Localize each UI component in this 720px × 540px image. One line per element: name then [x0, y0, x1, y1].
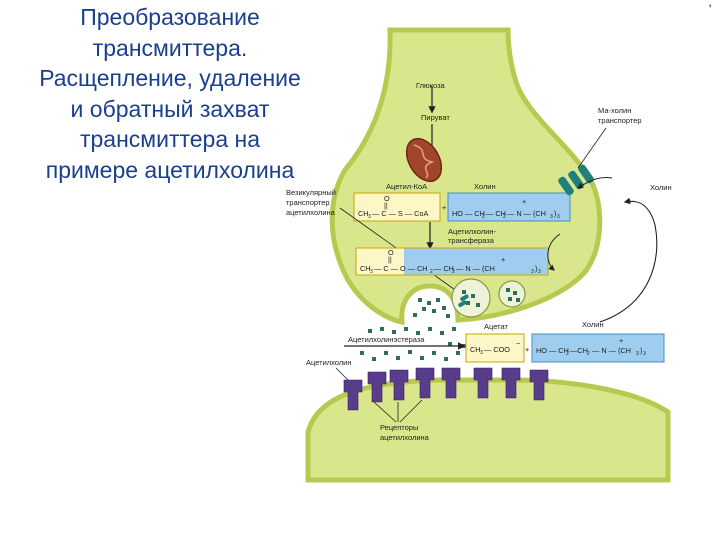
svg-text:3: 3	[557, 214, 560, 220]
choline-uptake-arrow	[577, 177, 613, 189]
svg-text:O: O	[384, 194, 390, 203]
svg-text:+: +	[619, 336, 623, 345]
presynaptic-terminal	[329, 27, 603, 326]
acetyl-coa-formula: O || CH 3 — C — S — CoA	[353, 192, 441, 222]
glucose-label: Глюкоза	[416, 81, 446, 90]
svg-text:— N — (CH: — N — (CH	[507, 209, 546, 218]
choline-bottom-label: Холин	[582, 320, 604, 329]
svg-text:— CH: — CH	[434, 264, 454, 273]
receptor-pointer	[399, 399, 423, 423]
svg-text:||: ||	[388, 255, 392, 264]
svg-text:O: O	[388, 248, 394, 257]
title-line: и обратный захват	[70, 95, 270, 122]
receptors-label: ацетилхолина	[380, 433, 430, 442]
title-line: трансмиттера на	[79, 126, 261, 152]
vesicular-label: транспортер	[286, 198, 330, 207]
receptors	[343, 367, 549, 411]
choline-recycle-arrow	[599, 197, 658, 323]
svg-text:): )	[640, 346, 642, 355]
svg-text:3: 3	[531, 269, 534, 275]
transporter-label: Ма‑холин	[598, 106, 631, 115]
svg-text:+: +	[522, 197, 526, 206]
svg-text:2: 2	[587, 351, 590, 357]
title-line: Преобразование	[80, 4, 260, 30]
transporter-pointer	[577, 127, 607, 169]
choline-out-label: Холин	[650, 183, 672, 192]
svg-text:+: +	[501, 255, 505, 264]
svg-text:3: 3	[368, 214, 371, 220]
svg-text:— C — S — CoA: — C — S — CoA	[372, 209, 428, 218]
svg-text:—CH: —CH	[570, 346, 588, 355]
svg-text:2: 2	[452, 269, 455, 275]
svg-text:CH: CH	[470, 345, 481, 354]
choline-formula: + HO — CH 2 — CH 2 — N — (CH 3 ) 3	[447, 192, 571, 222]
mitochondrion	[405, 137, 443, 183]
svg-text:HO — CH: HO — CH	[452, 209, 485, 218]
acetyl-coa-label: Ацетил-КоА	[386, 182, 427, 191]
svg-text:CH: CH	[360, 264, 371, 273]
ache-label: Ацетилхолинэстераза	[348, 335, 425, 344]
title-line: трансмиттера.	[92, 34, 248, 61]
plus-sign: +	[442, 203, 446, 212]
synaptic-vesicle	[451, 278, 491, 318]
svg-text:3: 3	[370, 269, 373, 275]
synaptic-vesicle	[498, 280, 526, 308]
slide-title: Преобразование трансмиттера. Расщепление…	[0, 2, 340, 185]
svg-text:3: 3	[643, 351, 646, 357]
svg-text:— CH: — CH	[486, 209, 506, 218]
svg-text:— N — (CH: — N — (CH	[592, 346, 631, 355]
acetylcholine-pointer	[335, 367, 351, 383]
vesicular-label: Везикулярный	[286, 188, 336, 197]
vesicular-label: ацетилхолина	[286, 208, 336, 217]
svg-text:2: 2	[482, 214, 485, 220]
svg-text:2: 2	[430, 269, 433, 275]
svg-text:−: −	[516, 339, 520, 348]
svg-text:3: 3	[480, 350, 483, 356]
receptors-label: Рецепторы	[380, 423, 418, 432]
svg-text:): )	[535, 264, 537, 273]
svg-text:3: 3	[550, 214, 553, 220]
svg-text:— C — O — CH: — C — O — CH	[374, 264, 428, 273]
svg-text:2: 2	[566, 351, 569, 357]
pyruvate-label: Пируват	[421, 113, 450, 122]
svg-text:CH: CH	[358, 209, 369, 218]
svg-text:3: 3	[636, 351, 639, 357]
uptake-arrow	[547, 233, 561, 271]
acetylcholine-label: Ацетилхолин	[306, 358, 352, 367]
ach-in-cleft	[360, 298, 466, 361]
svg-text:): )	[554, 209, 556, 218]
plus-sign: +	[525, 345, 529, 354]
title-line: Расщепление, удаление	[39, 65, 301, 91]
corner-mark: '	[709, 2, 712, 16]
svg-text:— COO: — COO	[484, 345, 510, 354]
acetylcholine-formula: O || + CH 3 — C — O — CH 2 — CH 2 — N — …	[355, 247, 549, 276]
svg-text:— N — (CH: — N — (CH	[456, 264, 495, 273]
choline-top-label: Холин	[474, 182, 496, 191]
title-line: примере ацетилхолина	[45, 156, 295, 183]
svg-text:3: 3	[538, 269, 541, 275]
svg-text:||: ||	[384, 201, 388, 210]
acetate-formula: CH 3 — COO −	[465, 333, 525, 363]
chat-label: трансфераза	[448, 236, 495, 245]
acetate-label: Ацетат	[484, 322, 508, 331]
svg-text:HO — CH: HO — CH	[536, 346, 569, 355]
transporter-label: транспортер	[598, 116, 642, 125]
chat-label: Ацетилхолин-	[448, 227, 497, 236]
choline-formula-cleft: + HO — CH 2 —CH 2 — N — (CH 3 ) 3	[531, 333, 665, 363]
receptor-pointer	[373, 401, 397, 423]
svg-text:2: 2	[503, 214, 506, 220]
